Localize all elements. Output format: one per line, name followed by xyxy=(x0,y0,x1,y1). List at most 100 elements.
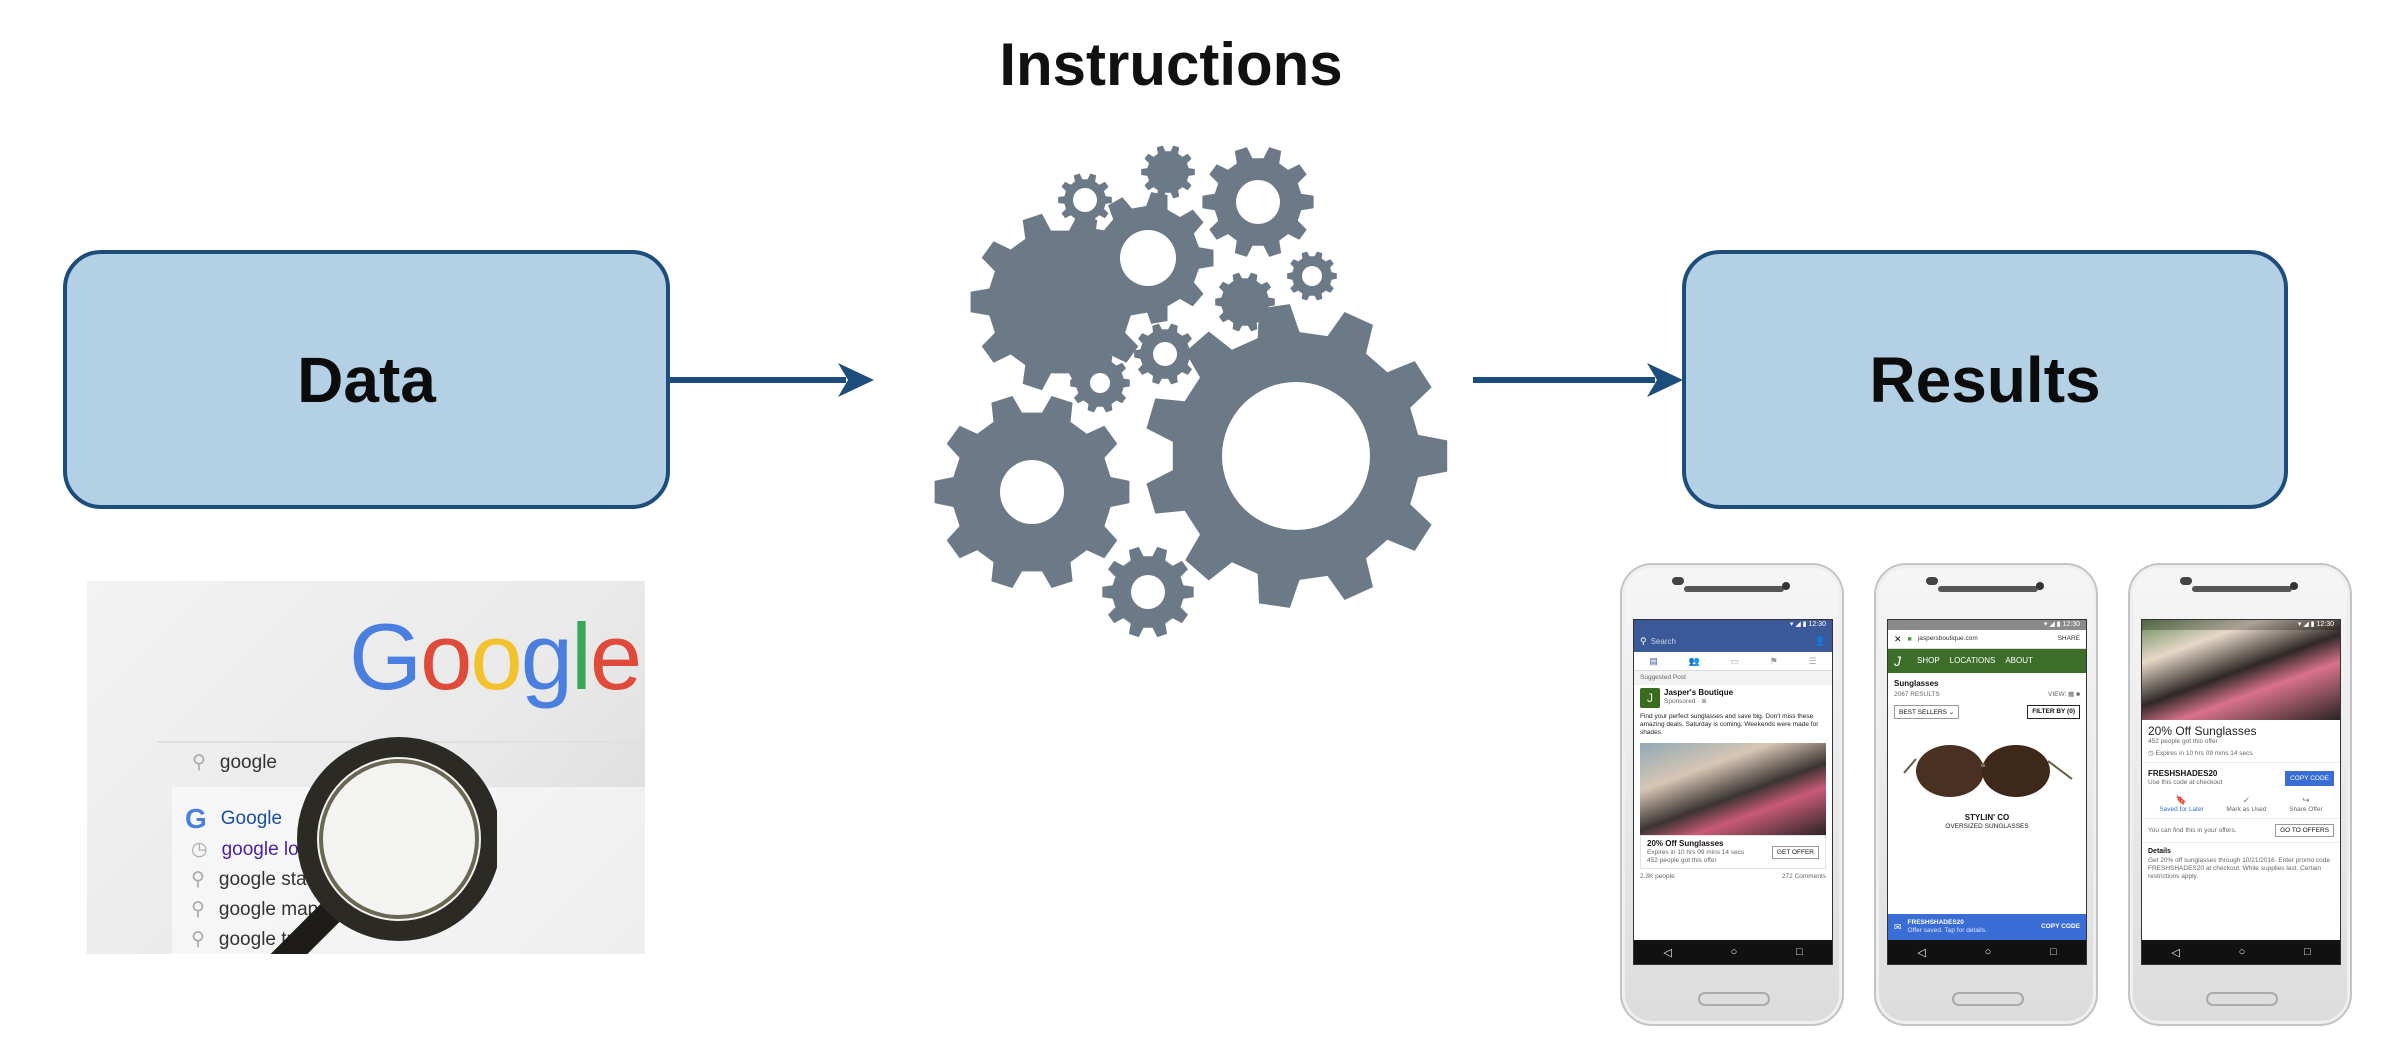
recents-icon[interactable]: □ xyxy=(1795,946,1803,958)
google-logo: Google xyxy=(349,604,642,709)
back-icon[interactable]: ◁ xyxy=(1663,946,1672,959)
offer-note: Offer saved. Tap for details. xyxy=(1907,927,1987,934)
view-toggle[interactable]: VIEW: ▦ ■ xyxy=(2048,691,2080,698)
search-query-row: ⚲ google xyxy=(192,751,277,774)
copy-code-button[interactable]: COPY CODE xyxy=(2285,770,2334,786)
phone-offer: ▾ ◢ ▮ 12:30 20% Off Sunglasses 452 peopl… xyxy=(2128,563,2352,1026)
gear-small-hole xyxy=(1153,342,1177,366)
search-icon: ⚲ xyxy=(191,929,205,950)
reactions-count[interactable]: 2.3K people xyxy=(1640,873,1675,880)
promo-code-note: Use this code at checkout xyxy=(2148,779,2223,786)
tab-messages-icon[interactable]: ▭ xyxy=(1730,655,1740,666)
home-icon[interactable]: ○ xyxy=(2238,946,2246,958)
home-icon[interactable]: ○ xyxy=(1984,946,1992,958)
offer-title: 20% Off Sunglasses xyxy=(1647,839,1724,848)
filter-button[interactable]: FILTER BY (0) xyxy=(2027,705,2080,719)
post-photo[interactable] xyxy=(1640,743,1826,835)
section-label: Suggested Post xyxy=(1634,671,1832,685)
offer-banner[interactable]: ✉ FRESHSHADES20 Offer saved. Tap for det… xyxy=(1888,914,2086,940)
suggestion-2: ⚲ google sta xyxy=(191,868,307,891)
gear-large-lower-left-hole xyxy=(1000,460,1064,524)
suggestion-1: ◷ google lo xyxy=(191,838,299,861)
google-search-image: Google ⚲ google G Google ◷ google lo ⚲ g… xyxy=(87,581,645,954)
details-text: Get 20% off sunglasses through 10/21/201… xyxy=(2148,857,2330,880)
offer-photo: ▾ ◢ ▮ 12:30 xyxy=(2142,620,2340,720)
offer-claimed: 452 people got this offer xyxy=(1647,857,1717,864)
search-icon: ⚲ xyxy=(191,899,205,920)
share-button[interactable]: SHARE xyxy=(2057,635,2080,642)
history-icon: ◷ xyxy=(191,839,208,860)
category-title: Sunglasses xyxy=(1894,679,1939,688)
home-icon[interactable]: ○ xyxy=(1730,946,1738,958)
store-logo[interactable]: J xyxy=(1894,653,1901,669)
back-icon[interactable]: ◁ xyxy=(2171,946,2180,959)
gear-tiny-right-hole xyxy=(1302,266,1322,286)
magnifying-glass-icon xyxy=(270,737,497,954)
android-nav-bar: ◁ ○ □ xyxy=(2142,940,2340,964)
sort-select[interactable]: BEST SELLERS ⌄ xyxy=(1894,705,1960,719)
tab-notifications-icon[interactable]: ⚑ xyxy=(1769,655,1778,666)
mark-as-used-button[interactable]: ✓ Mark as Used xyxy=(2226,795,2267,813)
sunglasses-image[interactable] xyxy=(1888,723,2086,813)
arrow-instructions-to-results xyxy=(1473,363,1683,397)
friend-icon[interactable]: 👤 xyxy=(1814,635,1826,646)
lock-icon: ■ xyxy=(1907,635,1912,643)
nav-shop[interactable]: SHOP xyxy=(1917,656,1940,665)
search-icon: ⚲ xyxy=(191,869,205,890)
instructions-title: Instructions xyxy=(999,31,1343,98)
offer-tag-icon: ✉ xyxy=(1894,921,1902,932)
gear-bottom-hole xyxy=(1131,575,1165,609)
gear-top-right-hole xyxy=(1236,180,1280,224)
get-offer-button[interactable]: GET OFFER xyxy=(1771,845,1819,859)
gear-mid-hole xyxy=(1120,230,1176,286)
back-icon[interactable]: ◁ xyxy=(1917,946,1926,959)
find-offers-note: You can find this in your offers. xyxy=(2148,826,2237,834)
suggestion-google: G Google xyxy=(185,803,283,834)
post-text: Find your perfect sunglasses and save bi… xyxy=(1640,713,1819,736)
android-nav-bar: ◁ ○ □ xyxy=(1634,940,1832,964)
google-g-icon: G xyxy=(185,803,207,834)
product-brand: STYLIN' CO xyxy=(1964,813,2010,822)
saved-for-later-button[interactable]: 🔖 Saved for Later xyxy=(2159,795,2204,813)
sponsored-label: Sponsored · ⊕ xyxy=(1664,698,1707,705)
gear-top-small-icon xyxy=(1141,145,1195,199)
results-label: Results xyxy=(1869,343,2101,416)
offer-title: 20% Off Sunglasses xyxy=(2148,724,2257,738)
suggestion-3: ⚲ google map xyxy=(191,898,319,921)
search-icon: ⚲ xyxy=(192,752,206,773)
copy-code-button[interactable]: COPY CODE xyxy=(2041,923,2080,930)
data-box: Data xyxy=(63,250,670,509)
tab-news-icon[interactable]: ▤ xyxy=(1649,655,1658,666)
search-input[interactable]: Search xyxy=(1650,636,1676,646)
phone-store: ▾ ◢ ▮ 12:30 ✕ ■ jaspersboutique.com SHAR… xyxy=(1874,563,2098,1026)
offer-claimed: 452 people got this offer xyxy=(2148,738,2218,745)
gear-small-lower-hole xyxy=(1090,373,1110,393)
offer-code: FRESHSHADES20 xyxy=(1907,919,1964,926)
results-box: Results xyxy=(1682,250,2288,509)
tab-friends-icon[interactable]: 👥 xyxy=(1688,655,1700,666)
comments-count[interactable]: 272 Comments xyxy=(1781,873,1826,880)
android-nav-bar: ◁ ○ □ xyxy=(1888,940,2086,964)
offer-screen: ▾ ◢ ▮ 12:30 20% Off Sunglasses 452 peopl… xyxy=(2141,619,2341,965)
url-bar[interactable]: jaspersboutique.com xyxy=(1917,635,1978,642)
store-screen: ▾ ◢ ▮ 12:30 ✕ ■ jaspersboutique.com SHAR… xyxy=(1887,619,2087,965)
nav-about[interactable]: ABOUT xyxy=(2005,656,2033,665)
recents-icon[interactable]: □ xyxy=(2303,946,2311,958)
advertiser-logo: J xyxy=(1640,688,1660,708)
data-label: Data xyxy=(297,343,436,416)
offer-expiry: ◷ Expires in 10 hrs 09 mins 14 secs xyxy=(2142,746,2340,763)
offer-expiry: Expires in 10 hrs 09 mins 14 secs xyxy=(1647,849,1745,856)
recents-icon[interactable]: □ xyxy=(2049,946,2057,958)
nav-locations[interactable]: LOCATIONS xyxy=(1949,656,1996,665)
details-title: Details xyxy=(2148,848,2171,855)
gear-top-left-small-hole xyxy=(1073,188,1097,212)
tab-menu-icon[interactable]: ☰ xyxy=(1808,655,1817,666)
phone-feed: ▾ ◢ ▮ 12:30 ⚲ Search 👤 ▤ 👥 ▭ ⚑ ☰ Suggest… xyxy=(1620,563,1844,1026)
arrow-data-to-instructions xyxy=(668,363,874,397)
share-offer-button[interactable]: ↪ Share Offer xyxy=(2289,795,2323,813)
feed-screen: ▾ ◢ ▮ 12:30 ⚲ Search 👤 ▤ 👥 ▭ ⚑ ☰ Suggest… xyxy=(1633,619,1833,965)
close-icon[interactable]: ✕ xyxy=(1894,633,1902,644)
go-to-offers-button[interactable]: GO TO OFFERS xyxy=(2275,824,2334,837)
gears-icon xyxy=(934,145,1448,638)
advertiser-name[interactable]: Jasper's Boutique xyxy=(1664,688,1734,697)
